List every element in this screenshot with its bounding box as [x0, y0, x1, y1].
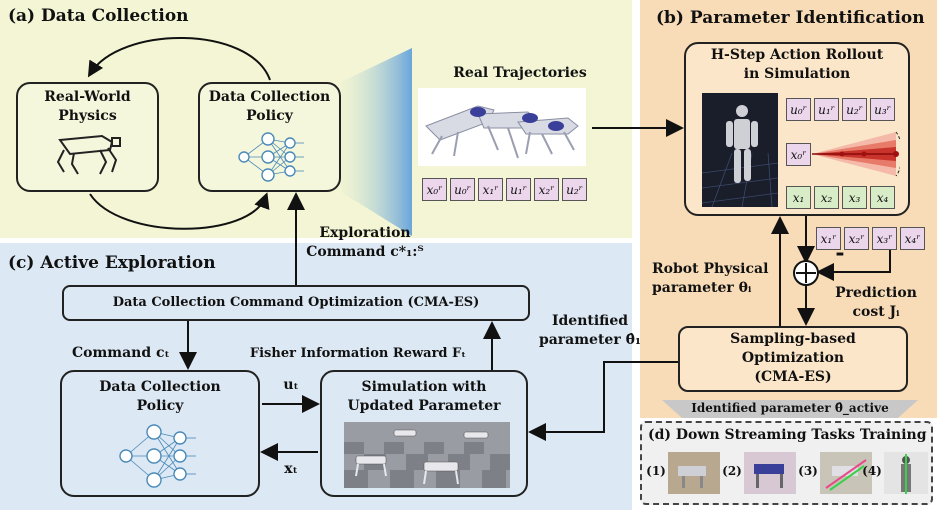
minus-sign: - [835, 240, 845, 266]
real-token-3: u₁ʳ [506, 178, 531, 201]
neural-network-icon-c [119, 424, 196, 488]
panel-c-title: (c) Active Exploration [8, 253, 216, 273]
sim-x-token-2: x₂ [814, 186, 839, 209]
real-x-token-1: x₁ʳ [816, 227, 841, 250]
real-x-token-4: x₄ʳ [900, 227, 925, 250]
identified-theta1-label: Identified parameter θ̂₁ [538, 313, 642, 348]
real-token-5: u₂ʳ [562, 178, 587, 201]
sim-x-token-1: x₁ [786, 186, 811, 209]
collection-loop-arrows [87, 37, 412, 236]
x-t-label: xₜ [284, 461, 298, 477]
robot-dog-icon [56, 134, 121, 175]
simulation-label: Simulation with Updated Parameter [347, 379, 501, 414]
task-4-label: (4) [862, 464, 882, 478]
rollout-u-token-1: u₁ʳ [814, 98, 839, 121]
sim-x-token-3: x₃ [842, 186, 867, 209]
real-trajectories-image [418, 88, 586, 166]
rollout-distribution-cone [812, 131, 900, 177]
real-token-1: u₀ʳ [450, 178, 475, 201]
task-1-image [668, 452, 720, 494]
task-2-label: (2) [722, 464, 742, 478]
identified-active-label: Identified parameter θ̂_active [691, 401, 889, 415]
prediction-cost-label: Prediction cost Jᵢ [835, 285, 917, 320]
task-2-image [744, 452, 796, 494]
panel-d-title: (d) Down Streaming Tasks Training [648, 427, 927, 443]
u-t-label: uₜ [283, 377, 299, 393]
rollout-x0-token: x₀ʳ [786, 143, 811, 166]
simulation-image [344, 422, 510, 488]
real-token-0: x₀ʳ [422, 178, 447, 201]
task-3-label: (3) [798, 464, 818, 478]
rollout-u-token-0: u₀ʳ [786, 98, 811, 121]
real-token-4: x₂ʳ [534, 178, 559, 201]
real-world-physics-label: Real-World Physics [44, 89, 131, 124]
panel-b-title: (b) Parameter Identification [656, 8, 925, 28]
task-4-image [884, 452, 928, 494]
task-3-image [820, 452, 872, 494]
real-x-token-3: x₃ʳ [872, 227, 897, 250]
sampling-optimization-label: Sampling-based Optimization (CMA-ES) [730, 331, 856, 385]
identified-active-banner [662, 400, 918, 418]
command-ct-label: Command cₜ [72, 345, 170, 361]
data-collection-policy-label-a: Data Collection Policy [208, 89, 331, 124]
sampling-optimization-box [678, 326, 908, 392]
robot-physical-parameter-label: Robot Physical parameter θᵢ [652, 261, 769, 296]
fisher-reward-label: Fisher Information Reward Fₜ [249, 346, 467, 361]
data-collection-policy-label-c: Data Collection Policy [99, 379, 221, 414]
humanoid-sim-image [702, 93, 778, 207]
real-x-token-2: x₂ʳ [844, 227, 869, 250]
neural-network-icon-a [238, 132, 304, 182]
sim-x-token-4: x₄ [870, 186, 895, 209]
real-token-2: x₁ʳ [478, 178, 503, 201]
rollout-u-token-3: u₃ʳ [870, 98, 895, 121]
panel-a-title: (a) Data Collection [8, 6, 189, 26]
rollout-u-token-2: u₂ʳ [842, 98, 867, 121]
rollout-label: H-Step Action Rollout in Simulation [710, 47, 884, 82]
command-optimization-label: Data Collection Command Optimization (CM… [112, 295, 480, 310]
exploration-command-label: Exploration Command c*₁:ᵀ [306, 225, 424, 260]
command-optimization-box [62, 285, 530, 321]
real-trajectories-label: Real Trajectories [453, 65, 587, 81]
task-1-label: (1) [646, 464, 666, 478]
